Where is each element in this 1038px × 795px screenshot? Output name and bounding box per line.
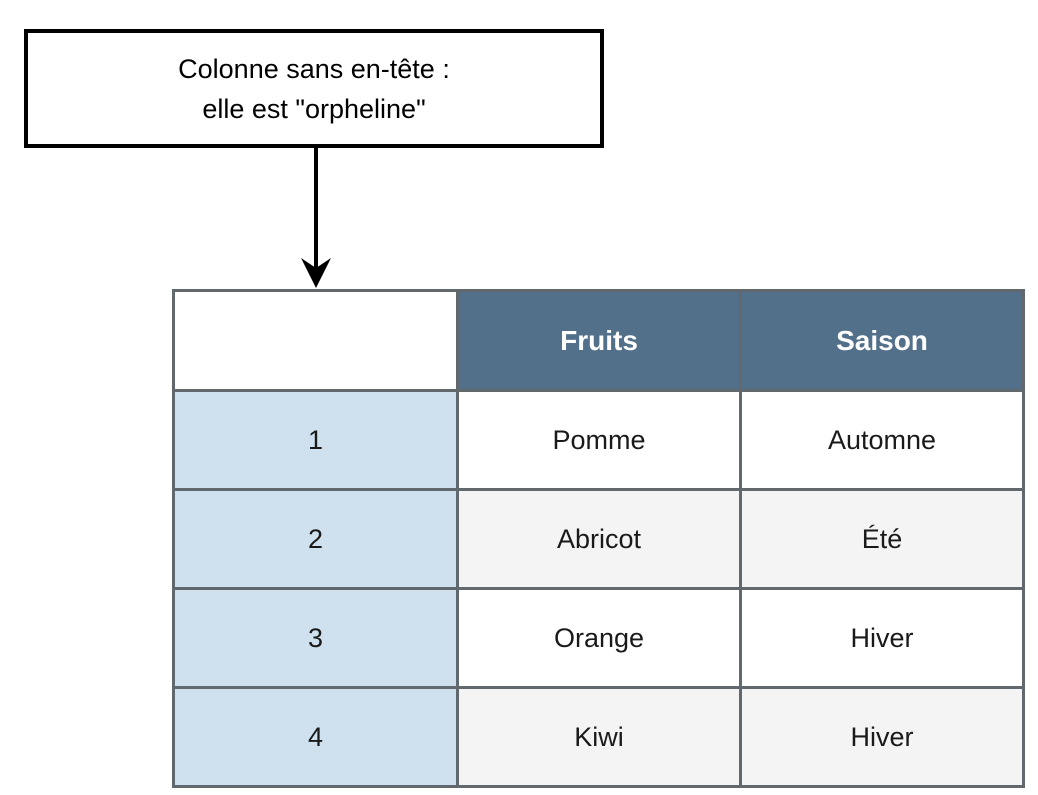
index-cell: 2	[172, 488, 459, 590]
header-cell-fruits: Fruits	[456, 289, 742, 392]
saison-cell: Automne	[739, 389, 1025, 491]
index-cell: 3	[172, 587, 459, 689]
saison-cell: Hiver	[739, 686, 1025, 788]
index-cell: 1	[172, 389, 459, 491]
saison-cell: Été	[739, 488, 1025, 590]
header-cell-saison: Saison	[739, 289, 1025, 392]
fruit-cell: Kiwi	[456, 686, 742, 788]
table-header-row: Fruits Saison	[172, 289, 1025, 392]
orphan-column-callout: Colonne sans en-tête : elle est "orpheli…	[24, 29, 604, 148]
index-cell: 4	[172, 686, 459, 788]
header-cell-orphan	[172, 289, 459, 392]
fruit-cell: Orange	[456, 587, 742, 689]
down-arrow-icon	[301, 146, 331, 288]
table-header: Fruits Saison	[172, 289, 1025, 392]
callout-line-2: elle est "orpheline"	[202, 93, 426, 124]
callout-line-1: Colonne sans en-tête :	[178, 53, 450, 84]
fruit-cell: Pomme	[456, 389, 742, 491]
saison-cell: Hiver	[739, 587, 1025, 689]
fruit-cell: Abricot	[456, 488, 742, 590]
